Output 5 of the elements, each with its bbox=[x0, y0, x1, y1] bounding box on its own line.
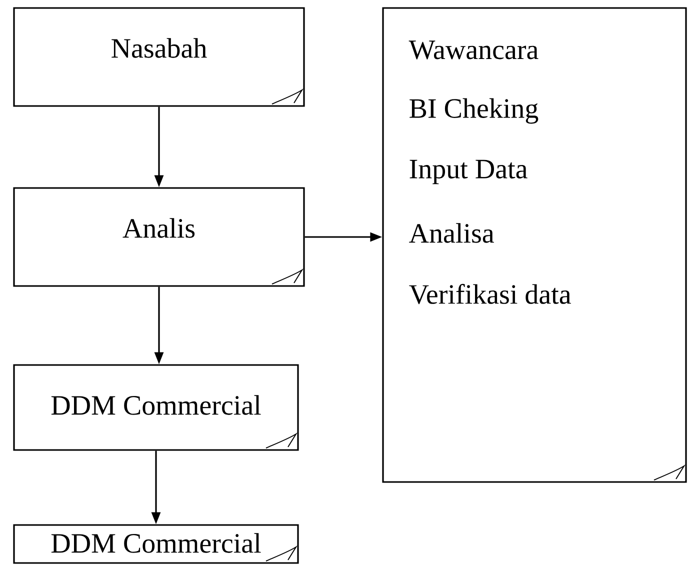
process-box: DDM Commercial bbox=[13, 364, 299, 451]
process-box: Nasabah bbox=[13, 7, 305, 107]
note-box: Wawancara BI Cheking Input Data Analisa Verifikasi data bbox=[382, 7, 687, 483]
process-box: DDM Commercial bbox=[13, 524, 299, 564]
process-box: Analis bbox=[13, 187, 305, 287]
